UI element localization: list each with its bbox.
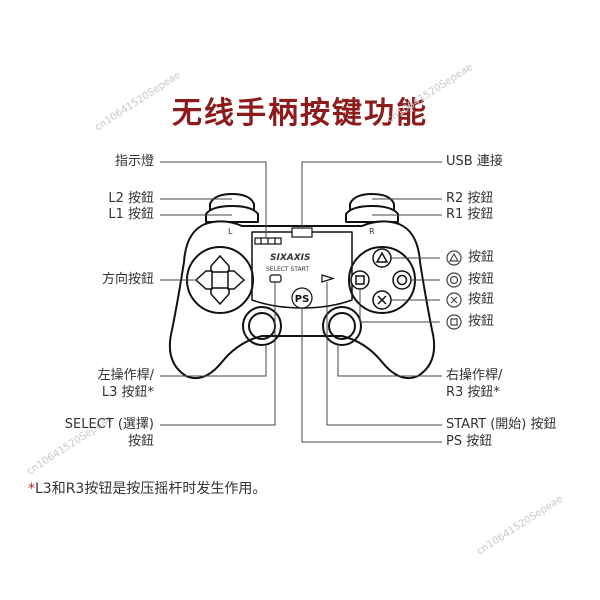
- leader-lines: [160, 161, 442, 443]
- dpad-down: [210, 287, 230, 306]
- square-label-icon: [446, 314, 462, 330]
- footnote: *L3和R3按钮是按压摇杆时发生作用。: [28, 478, 266, 498]
- diagram-title: 无线手柄按键功能: [172, 96, 428, 131]
- triangle-glyph: [375, 251, 389, 263]
- footnote-asterisk: *: [28, 481, 35, 497]
- controller-select-start-text: SELECT START: [266, 266, 310, 273]
- leader-select: [160, 282, 276, 426]
- label-r3: R3 按鈕*: [446, 385, 500, 400]
- l1-button-shape: [205, 205, 259, 223]
- leader-right-stick: [337, 345, 442, 377]
- label-cross: 按鈕: [468, 292, 495, 307]
- circle-glyph: [396, 274, 408, 286]
- leader-square: [359, 289, 440, 323]
- label-start: START (開始) 按鈕: [446, 417, 557, 432]
- label-right-stick: 右操作桿/: [446, 368, 503, 383]
- dpad-right: [227, 270, 246, 290]
- label-ps: PS 按鈕: [446, 434, 493, 449]
- label-r2: R2 按鈕: [446, 191, 494, 206]
- square-button: [350, 270, 370, 290]
- label-triangle: 按鈕: [468, 250, 495, 265]
- label-l2: L2 按鈕: [108, 191, 154, 206]
- label-dpad: 方向按鈕: [101, 272, 154, 287]
- leader-start: [326, 282, 442, 426]
- r1-button-shape: [345, 205, 399, 223]
- label-left-stick: 左操作桿/: [97, 368, 154, 383]
- leader-usb: [301, 161, 442, 228]
- usb-port: [291, 227, 313, 238]
- dpad-left: [194, 270, 213, 290]
- footnote-text: L3和R3按钮是按压摇杆时发生作用。: [35, 481, 267, 497]
- dpad-up: [210, 254, 230, 273]
- left-stick-outer: [242, 306, 282, 346]
- square-glyph: [355, 275, 365, 285]
- ps-logo: PS: [295, 294, 310, 305]
- circle-label-icon: [446, 272, 462, 288]
- right-stick-inner: [328, 312, 356, 340]
- controller-r-mark: R: [369, 227, 375, 236]
- controller-brand: SIXAXIS: [270, 253, 311, 263]
- label-select: SELECT (選擇): [64, 417, 154, 432]
- controller-l-mark: L: [228, 227, 233, 236]
- label-usb: USB 連接: [446, 154, 503, 169]
- start-button: [321, 274, 335, 283]
- label-l1: L1 按鈕: [108, 207, 154, 222]
- right-stick-outer: [322, 306, 362, 346]
- label-select-button: 按鈕: [127, 434, 154, 449]
- dpad-arrows: [194, 254, 246, 306]
- label-r1: R1 按鈕: [446, 207, 494, 222]
- label-l3: L3 按鈕*: [101, 385, 154, 400]
- leader-ps: [301, 308, 442, 443]
- circle-button: [392, 270, 412, 290]
- label-indicator: 指示燈: [114, 154, 154, 169]
- leader-left-stick: [160, 345, 267, 377]
- label-square: 按鈕: [468, 314, 495, 329]
- leader-indicator: [160, 161, 267, 238]
- label-circle: 按鈕: [468, 272, 495, 287]
- cross-glyph: [377, 295, 387, 305]
